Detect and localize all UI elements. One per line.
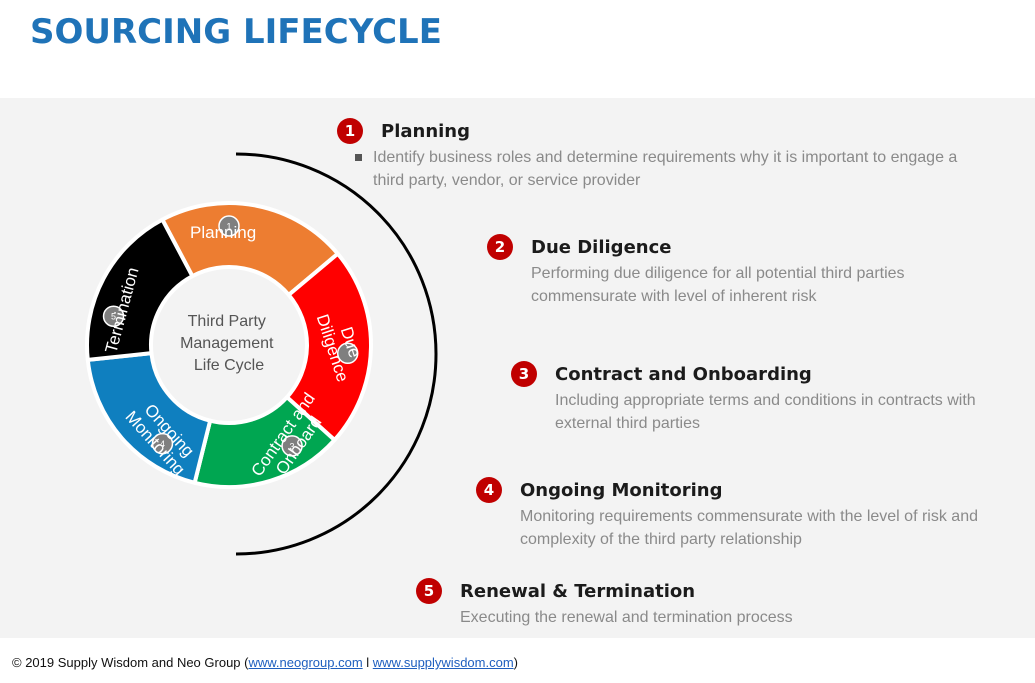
center-line-2: Management (180, 335, 274, 352)
bullet-square-icon (355, 154, 362, 161)
step-4: 4 Ongoing Monitoring Monitoring requirem… (476, 477, 1006, 551)
segment-number-marker-2 (336, 342, 359, 365)
segment-number-marker-3 (281, 435, 303, 457)
step-5-desc: Executing the renewal and termination pr… (460, 609, 793, 626)
segment-number-1: 1 (226, 222, 231, 232)
wheel-segment-4 (85, 351, 213, 485)
step-2: 2 Due Diligence Performing due diligence… (487, 234, 957, 308)
segment-number-marker-4 (151, 432, 174, 455)
supplywisdom-link[interactable]: www.supplywisdom.com (372, 655, 514, 670)
step-5-title: Renewal & Termination (460, 581, 696, 602)
step-3-badge: 3 (511, 361, 537, 387)
segment-number-marker-5 (102, 305, 125, 327)
segment-number-5: 5 (111, 312, 116, 322)
step-1: 1 Planning Identify business roles and d… (337, 118, 977, 192)
wheel-segment-1 (160, 201, 340, 297)
segment-number-3: 3 (290, 441, 295, 451)
step-2-title: Due Diligence (531, 237, 672, 258)
footer-copyright: © 2019 Supply Wisdom and Neo Group (www.… (12, 655, 518, 670)
step-4-title: Ongoing Monitoring (520, 480, 723, 501)
footer-suffix: ) (513, 655, 518, 670)
step-3-title: Contract and Onboarding (555, 364, 812, 385)
step-1-desc-text: Identify business roles and determine re… (373, 149, 958, 189)
neogroup-link[interactable]: www.neogroup.com (248, 655, 363, 670)
segment-label-1: Planning (190, 223, 256, 242)
step-2-desc: Performing due diligence for all potenti… (531, 265, 905, 305)
center-label: Third Party Management Life Cycle (180, 313, 278, 374)
footer-prefix: © 2019 Supply Wisdom and Neo Group ( (12, 655, 249, 670)
step-4-desc: Monitoring requirements commensurate wit… (520, 508, 978, 548)
footer-separator: l (362, 655, 373, 670)
step-1-desc: Identify business roles and determine re… (355, 146, 977, 192)
center-line-3: Life Cycle (194, 357, 264, 374)
step-2-badge: 2 (487, 234, 513, 260)
step-3: 3 Contract and Onboarding Including appr… (511, 361, 1026, 435)
segment-number-marker-1 (218, 215, 240, 237)
page-title: SOURCING LIFECYCLE (30, 12, 442, 52)
wheel-segment-2 (284, 251, 373, 443)
step-5: 5 Renewal & Termination Executing the re… (416, 578, 876, 629)
step-4-badge: 4 (476, 477, 502, 503)
step-1-badge: 1 (337, 118, 363, 144)
outer-arc (235, 152, 438, 556)
center-line-1: Third Party (188, 313, 266, 330)
step-5-badge: 5 (416, 578, 442, 604)
step-3-desc: Including appropriate terms and conditio… (555, 392, 976, 432)
step-1-title: Planning (381, 121, 471, 142)
segment-number-4: 4 (160, 439, 165, 449)
